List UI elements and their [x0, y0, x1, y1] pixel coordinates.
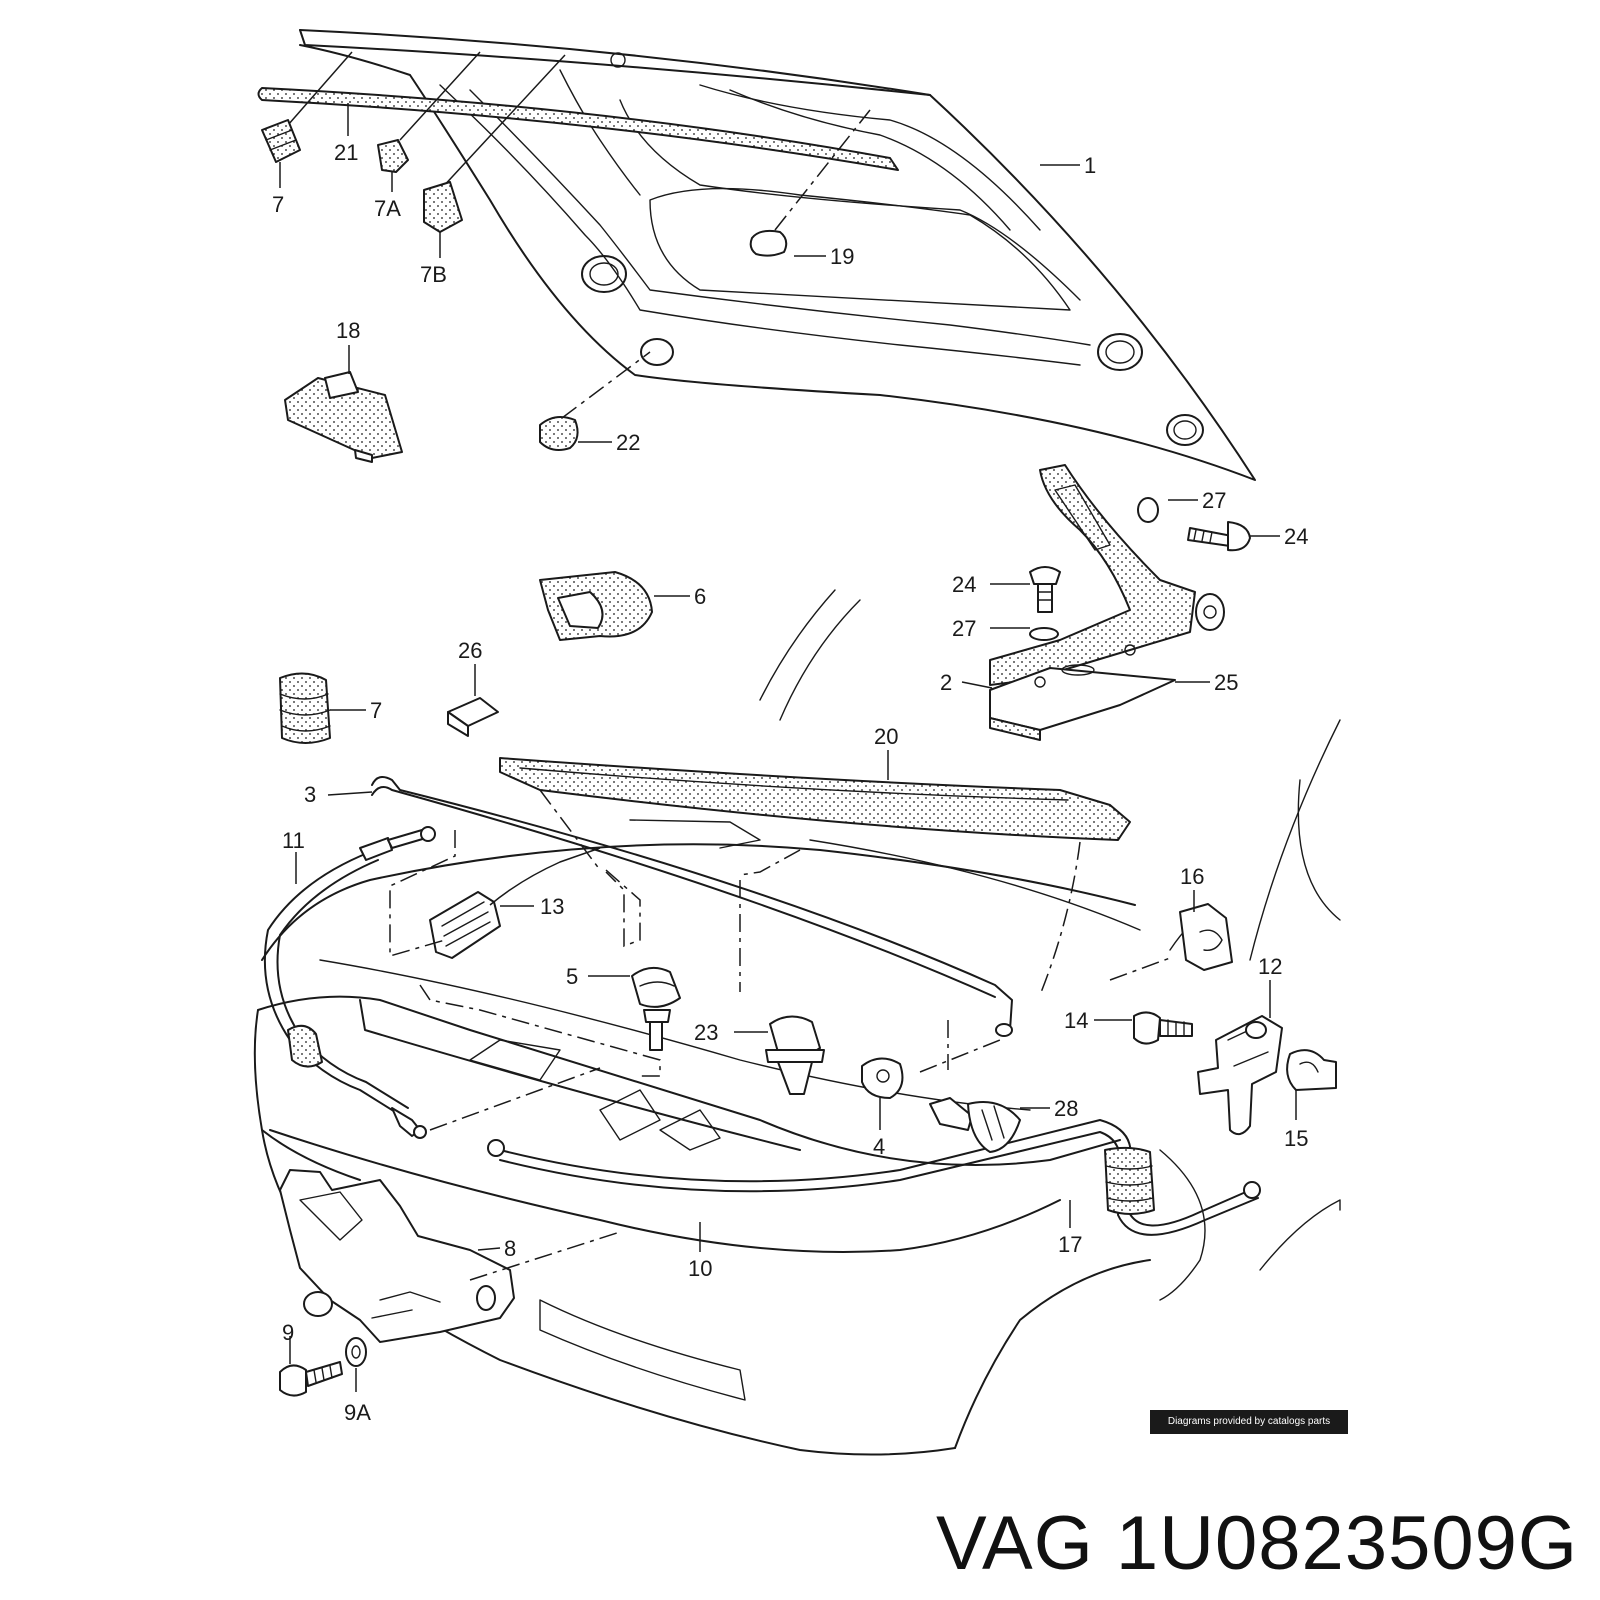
callout-19: 19	[830, 244, 854, 269]
callout-18: 18	[336, 318, 360, 343]
callout-7b: 7B	[420, 262, 447, 287]
expanding-clip-28	[929, 1097, 1021, 1153]
credit-badge: Diagrams provided by catalogs parts	[1150, 1410, 1348, 1434]
callout-23: 23	[694, 1020, 718, 1045]
part-number: 1U0823509G	[1115, 1501, 1578, 1586]
callout-9: 9	[282, 1320, 294, 1345]
washer-27-mid	[1029, 627, 1059, 641]
callout-12: 12	[1258, 954, 1282, 979]
hood-hinge	[989, 464, 1225, 741]
buffer-7a	[377, 139, 409, 173]
washer-9a	[345, 1337, 367, 1367]
callout-27-mid: 27	[952, 616, 976, 641]
callout-6: 6	[694, 584, 706, 609]
callout-1: 1	[1084, 153, 1096, 178]
callout-4: 4	[873, 1134, 885, 1159]
callout-9a: 9A	[344, 1400, 371, 1425]
callout-2: 2	[940, 670, 952, 695]
callout-14: 14	[1064, 1008, 1088, 1033]
callout-24-right: 24	[1284, 524, 1308, 549]
callout-25: 25	[1214, 670, 1238, 695]
callout-27-top: 27	[1202, 488, 1226, 513]
callout-13: 13	[540, 894, 564, 919]
callout-7-top: 7	[272, 192, 284, 217]
hood-catch-12	[1197, 1015, 1283, 1136]
plug-22	[539, 415, 579, 451]
hood-seal-strip	[257, 87, 899, 171]
callout-3: 3	[304, 782, 316, 807]
clip-23	[765, 1015, 825, 1095]
release-cable-17	[487, 1119, 1261, 1236]
release-lever-13	[429, 847, 601, 959]
callout-numbers: 1 2 3 4 5 6 7 7 7A 7B 8 9 9A 10 11 12 13…	[272, 140, 1308, 1425]
callout-10: 10	[688, 1256, 712, 1281]
callout-15: 15	[1284, 1126, 1308, 1151]
callout-20: 20	[874, 724, 898, 749]
clip-19	[749, 229, 788, 257]
callout-7a: 7A	[374, 196, 401, 221]
callout-7-lower: 7	[370, 698, 382, 723]
callout-28: 28	[1054, 1096, 1078, 1121]
callout-24-left: 24	[952, 572, 976, 597]
callout-17: 17	[1058, 1232, 1082, 1257]
callout-21: 21	[334, 140, 358, 165]
cable-guide-5	[631, 966, 681, 1051]
bolt-9	[279, 1361, 343, 1397]
callout-22: 22	[616, 430, 640, 455]
brand-name: VAG	[936, 1501, 1094, 1586]
bolt-24-right	[1187, 521, 1251, 552]
prop-rod-3	[371, 775, 1013, 1037]
clip-15	[1286, 1049, 1337, 1091]
hood-panel	[299, 29, 1256, 481]
buffer-7b	[423, 181, 463, 233]
lock-cover-6	[539, 571, 653, 641]
callout-16: 16	[1180, 864, 1204, 889]
callout-11: 11	[282, 828, 305, 853]
release-cable-11	[263, 826, 436, 1139]
washer-27-top	[1137, 497, 1159, 523]
leader-lines	[279, 103, 1297, 1392]
buffer-7-lower	[279, 672, 331, 744]
hood-lock-8	[279, 1169, 515, 1343]
buffer-7-top	[261, 119, 301, 163]
clip-16	[1179, 903, 1233, 971]
clip-26	[447, 697, 499, 737]
bolt-24-vertical	[1029, 566, 1061, 613]
callout-5: 5	[566, 964, 578, 989]
callout-8: 8	[504, 1236, 516, 1261]
bracket-18	[284, 371, 403, 463]
bolt-14	[1133, 1011, 1193, 1045]
front-bumper-body	[253, 589, 1341, 1456]
grommet-4	[861, 1057, 904, 1099]
callout-26: 26	[458, 638, 482, 663]
